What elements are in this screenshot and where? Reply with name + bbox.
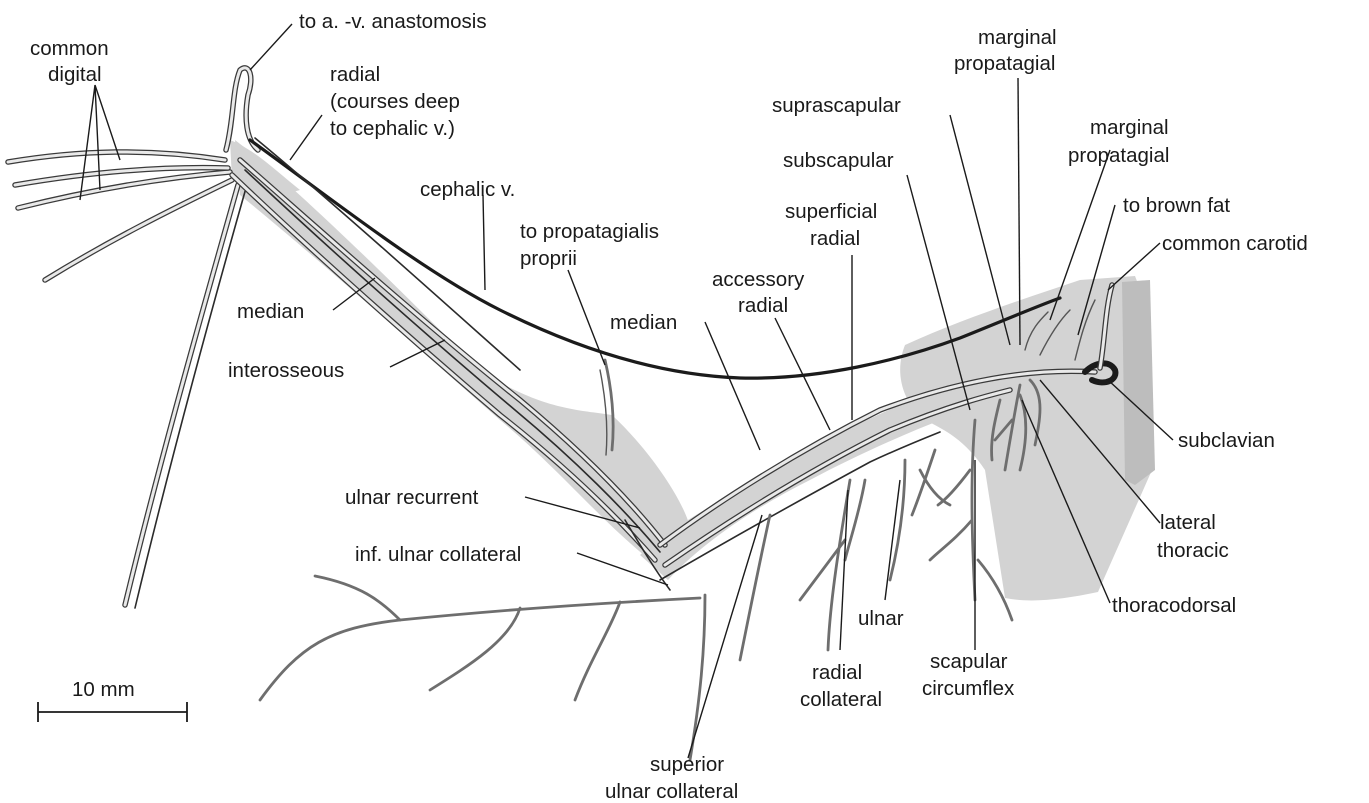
wing-branch-main: [260, 598, 700, 700]
label-ulnar: ulnar: [858, 607, 904, 630]
av-anastomosis-loop: [226, 68, 258, 150]
label-radial-collateral-line1: radial: [812, 661, 862, 684]
leader-to-propatagialis: [568, 270, 605, 365]
label-median-lower: median: [610, 311, 677, 334]
leader-suprascapular: [950, 115, 1010, 345]
label-accessory-radial-line1: accessory: [712, 268, 805, 291]
label-marginal-propatagial-top-line2: propatagial: [954, 52, 1055, 75]
ulnar-branch-2: [912, 450, 950, 515]
label-scapular-circumflex-line2: circumflex: [922, 677, 1015, 700]
label-subclavian: subclavian: [1178, 429, 1275, 452]
label-superficial-radial-line1: superficial: [785, 200, 877, 223]
leader-common-digital: [80, 85, 120, 200]
label-subscapular: subscapular: [783, 149, 894, 172]
label-inf-ulnar-collateral: inf. ulnar collateral: [355, 543, 521, 566]
leader-cephalic-v: [483, 195, 485, 290]
label-radial-line2: (courses deep: [330, 90, 460, 113]
scale-bar-line: [38, 702, 187, 722]
label-common-digital-line2: digital: [48, 63, 102, 86]
neck-strip: [1122, 280, 1155, 485]
leader-radial: [290, 115, 322, 160]
label-suprascapular: suprascapular: [772, 94, 901, 117]
label-superior-ulnar-collateral-line1: superior: [650, 753, 724, 776]
label-to-propatagialis-line2: proprii: [520, 247, 577, 270]
label-to-brown-fat: to brown fat: [1123, 194, 1230, 217]
leader-av-anastomosis: [250, 24, 292, 70]
label-marginal-propatagial-right-line2: propatagial: [1068, 144, 1169, 167]
label-to-av-anastomosis: to a. -v. anastomosis: [299, 10, 487, 33]
label-lateral-thoracic-line1: lateral: [1160, 511, 1216, 534]
label-marginal-propatagial-right-line1: marginal: [1090, 116, 1169, 139]
leader-superior-ulnar-collateral: [688, 515, 762, 758]
scale-bar-label: 10 mm: [72, 678, 135, 701]
wing-branch-2: [430, 608, 520, 690]
label-accessory-radial-line2: radial: [738, 294, 788, 317]
tissue-regions: [230, 140, 1155, 600]
label-common-digital-line1: common: [30, 37, 109, 60]
label-marginal-propatagial-top-line1: marginal: [978, 26, 1057, 49]
label-lateral-thoracic-line2: thoracic: [1157, 539, 1229, 562]
wing-branch-1: [315, 576, 400, 620]
label-superficial-radial-line2: radial: [810, 227, 860, 250]
label-scapular-circumflex-line1: scapular: [930, 650, 1008, 673]
ulnar-main-branch: [890, 460, 905, 580]
label-median-upper: median: [237, 300, 304, 323]
sup-ulnar-collateral-branch: [690, 595, 705, 760]
elbow-band: [640, 372, 1002, 580]
radial-collateral-branch-2: [800, 480, 865, 600]
label-thoracodorsal: thoracodorsal: [1112, 594, 1236, 617]
wing-branch-3: [575, 602, 620, 700]
label-common-carotid: common carotid: [1162, 232, 1308, 255]
label-cephalic-v: cephalic v.: [420, 178, 515, 201]
label-radial-collateral-line2: collateral: [800, 688, 882, 711]
digit-vessel-edge: [135, 188, 246, 608]
label-radial-line3: to cephalic v.): [330, 117, 455, 140]
leader-median-lower: [705, 322, 760, 450]
scale-bar: 10 mm: [38, 678, 187, 722]
label-radial-line1: radial: [330, 63, 380, 86]
label-to-propatagialis-line1: to propatagialis: [520, 220, 659, 243]
label-interosseous: interosseous: [228, 359, 344, 382]
label-superior-ulnar-collateral-line2: ulnar collateral: [605, 780, 738, 803]
label-ulnar-recurrent: ulnar recurrent: [345, 486, 479, 509]
